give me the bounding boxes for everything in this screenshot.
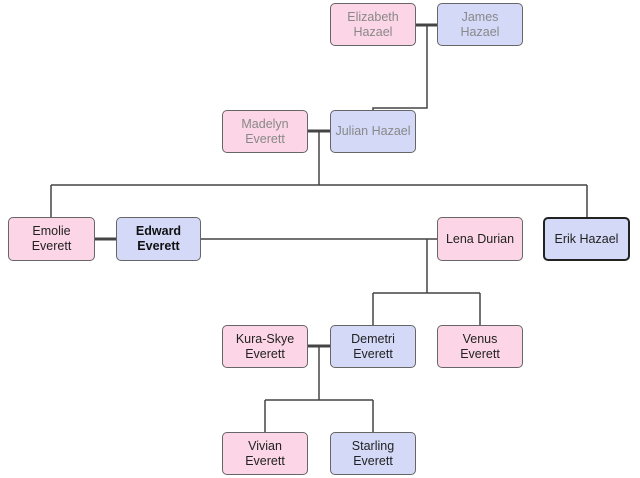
person-lena-durian[interactable]: Lena Durian bbox=[437, 217, 523, 261]
person-elizabeth-hazael[interactable]: Elizabeth Hazael bbox=[330, 3, 416, 46]
person-emolie-everett[interactable]: Emolie Everett bbox=[8, 217, 95, 261]
person-venus-everett[interactable]: Venus Everett bbox=[437, 325, 523, 368]
person-james-hazael[interactable]: James Hazael bbox=[437, 3, 523, 46]
person-vivian-everett[interactable]: Vivian Everett bbox=[222, 432, 308, 475]
person-erik-hazael[interactable]: Erik Hazael bbox=[543, 217, 630, 261]
person-madelyn-everett[interactable]: Madelyn Everett bbox=[222, 110, 308, 153]
person-julian-hazael[interactable]: Julian Hazael bbox=[330, 110, 416, 153]
person-kura-skye-everett[interactable]: Kura-Skye Everett bbox=[222, 325, 308, 368]
person-edward-everett[interactable]: Edward Everett bbox=[116, 217, 201, 261]
person-demetri-everett[interactable]: Demetri Everett bbox=[330, 325, 416, 368]
person-starling-everett[interactable]: Starling Everett bbox=[330, 432, 416, 475]
parent-line-to-julian bbox=[372, 25, 428, 110]
